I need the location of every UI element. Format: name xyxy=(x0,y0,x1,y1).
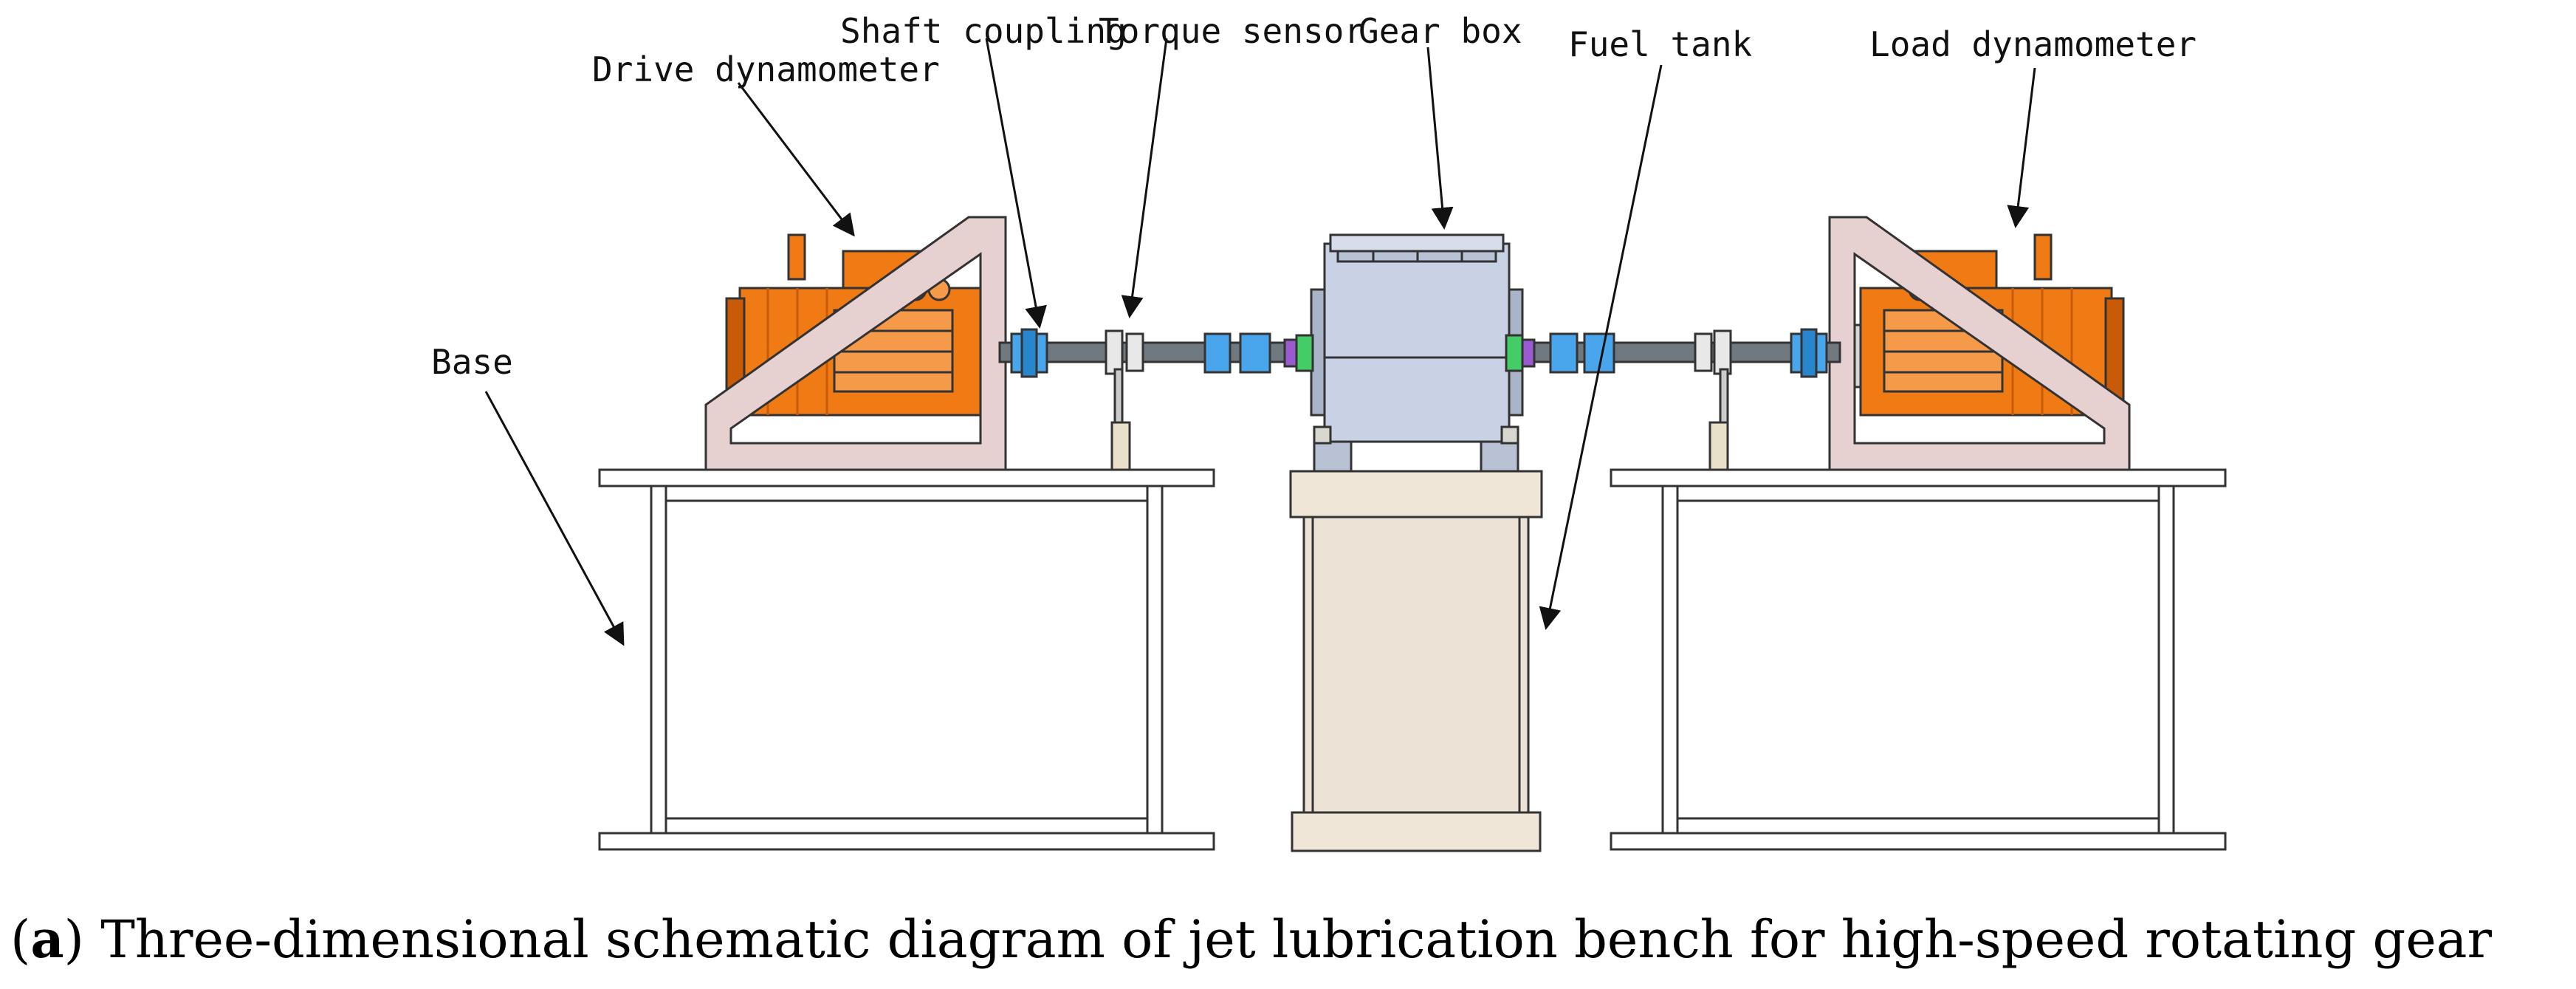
gear-box xyxy=(1310,233,1524,473)
right-shaft-line xyxy=(1505,328,1841,471)
left-shaft-line xyxy=(998,328,1314,471)
label-drive-dynamometer: Drive dynamometer xyxy=(592,49,940,89)
left-base-table xyxy=(598,468,1215,851)
load-dynamometer-frame xyxy=(1828,216,2131,471)
caption-open: ( xyxy=(10,909,31,970)
arrow-gear-box xyxy=(1426,47,1454,230)
arrow-load-dynamometer xyxy=(2007,67,2036,228)
label-load-dynamometer: Load dynamometer xyxy=(1869,24,2197,64)
label-shaft-coupling: Shaft coupling xyxy=(840,11,1127,51)
label-torque-sensor: Torque sensor xyxy=(1099,11,1364,51)
label-gear-box: Gear box xyxy=(1359,11,1522,51)
caption-letter: a xyxy=(30,908,64,970)
right-base-table xyxy=(1610,468,2227,851)
label-fuel-tank: Fuel tank xyxy=(1568,24,1752,64)
figure-caption: (a) Three-dimensional schematic diagram … xyxy=(10,903,2572,976)
arrow-base xyxy=(484,391,625,646)
fuel-tank-pedestal xyxy=(1289,470,1543,852)
leader-arrows xyxy=(484,38,2036,646)
arrow-torque-sensor xyxy=(1121,38,1168,318)
label-base: Base xyxy=(431,342,513,382)
arrow-fuel-tank xyxy=(1539,64,1663,630)
arrow-drive-dynamometer xyxy=(737,82,855,237)
drive-dynamometer-frame xyxy=(704,216,1007,471)
arrow-shaft-coupling xyxy=(985,38,1047,329)
caption-text: ) Three-dimensional schematic diagram of… xyxy=(63,909,2492,970)
